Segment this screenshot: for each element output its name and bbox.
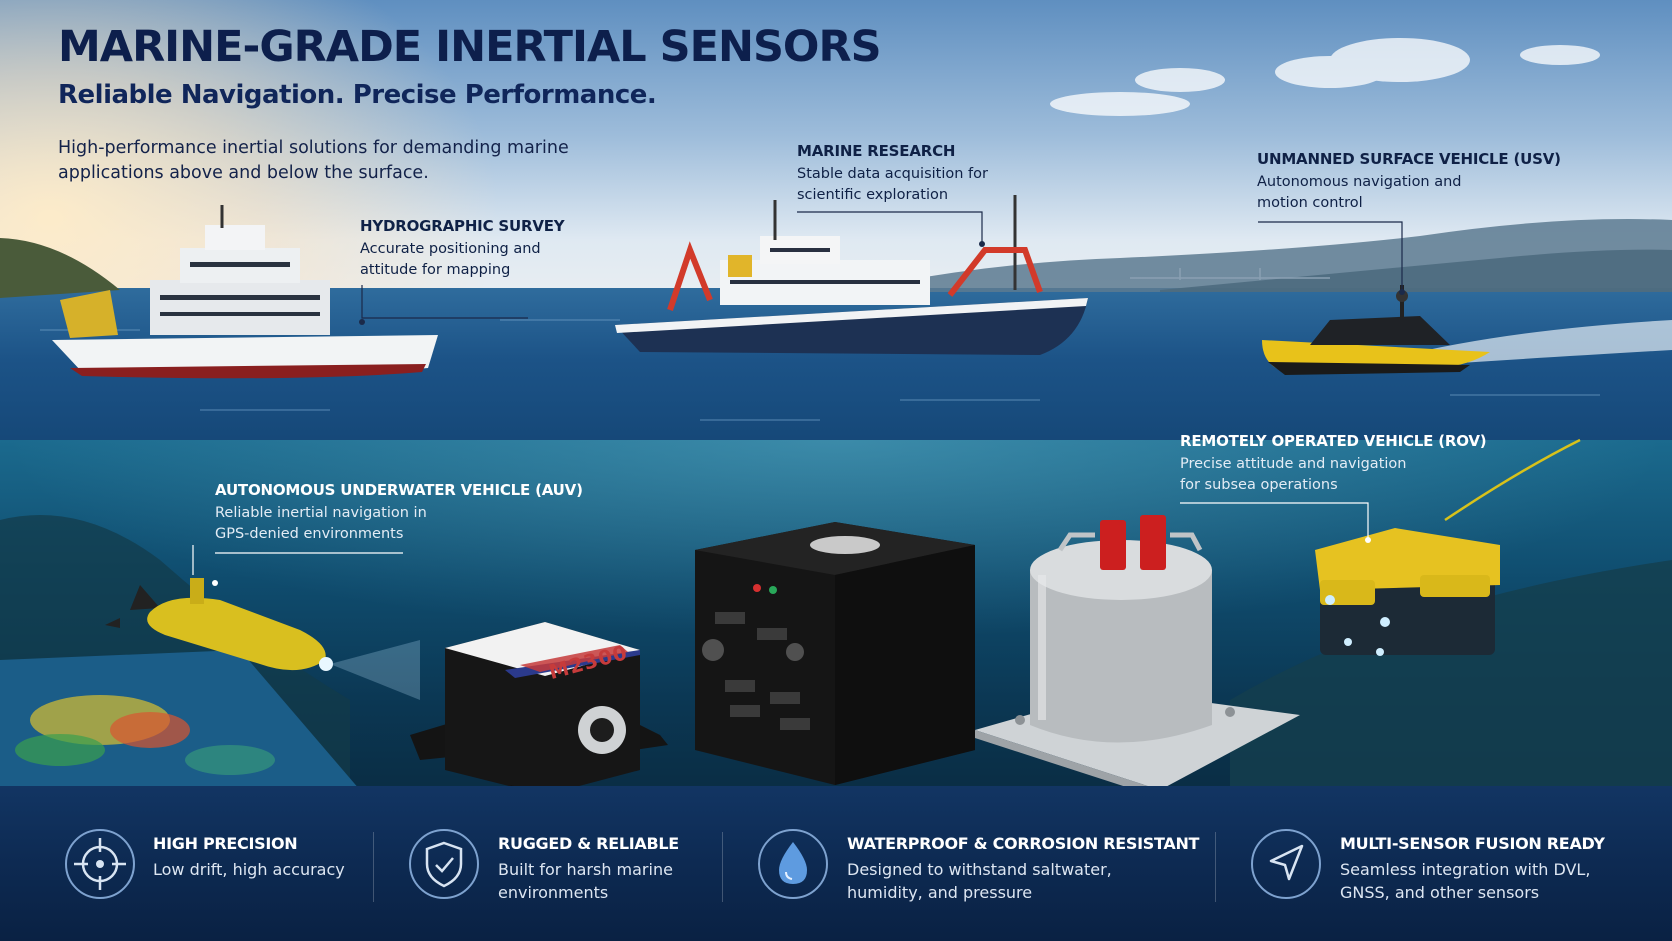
feature-title: MULTI-SENSOR FUSION READY bbox=[1340, 834, 1605, 853]
page-title: MARINE-GRADE INERTIAL SENSORS bbox=[58, 22, 882, 72]
callout-rov-desc: Precise attitude and navigation bbox=[1180, 456, 1407, 472]
callout-usv-desc: motion control bbox=[1257, 195, 1363, 211]
callout-research-title: MARINE RESEARCH bbox=[797, 142, 956, 160]
feature-title: RUGGED & RELIABLE bbox=[498, 834, 679, 853]
research-ship bbox=[615, 195, 1088, 355]
callout-rov-desc: for subsea operations bbox=[1180, 477, 1338, 493]
callout-dots bbox=[212, 241, 1405, 586]
sonar-map bbox=[0, 650, 360, 790]
auv-vehicle bbox=[105, 578, 420, 700]
product-cylinder-sensor bbox=[975, 515, 1300, 798]
intro-line: applications above and below the surface… bbox=[58, 163, 429, 183]
product-m2300 bbox=[410, 622, 668, 800]
feature-desc: Built for harsh marine bbox=[498, 860, 673, 879]
left-hill bbox=[0, 238, 120, 298]
feature-desc: Low drift, high accuracy bbox=[153, 860, 345, 879]
callout-auv-desc: Reliable inertial navigation in bbox=[215, 505, 427, 521]
shield-check-icon bbox=[409, 829, 479, 899]
rov-vehicle bbox=[1315, 438, 1581, 656]
distant-bridge bbox=[1130, 268, 1330, 280]
feature-desc: humidity, and pressure bbox=[847, 883, 1033, 902]
feature-desc: GNSS, and other sensors bbox=[1340, 883, 1540, 902]
callout-usv-title: UNMANNED SURFACE VEHICLE (USV) bbox=[1257, 150, 1561, 168]
callout-usv-desc: Autonomous navigation and bbox=[1257, 174, 1462, 190]
feature-divider bbox=[1215, 832, 1216, 902]
callout-hydro-title: HYDROGRAPHIC SURVEY bbox=[360, 217, 565, 235]
intro-text: High-performance inertial solutions for … bbox=[58, 136, 618, 186]
navigation-arrow-icon bbox=[1251, 829, 1321, 899]
feature-bar bbox=[0, 786, 1672, 941]
intro-line: High-performance inertial solutions for … bbox=[58, 138, 569, 158]
page-subtitle: Reliable Navigation. Precise Performance… bbox=[58, 80, 657, 110]
survey-ship bbox=[52, 205, 438, 379]
feature-title: WATERPROOF & CORROSION RESISTANT bbox=[847, 834, 1200, 853]
callout-auv-desc: GPS-denied environments bbox=[215, 526, 404, 542]
callout-auv-title: AUTONOMOUS UNDERWATER VEHICLE (AUV) bbox=[215, 481, 583, 499]
feature-desc: Designed to withstand saltwater, bbox=[847, 860, 1112, 879]
callout-research-desc: scientific exploration bbox=[797, 187, 949, 203]
callout-hydro-desc: Accurate positioning and bbox=[360, 241, 541, 257]
callout-leader-lines bbox=[192, 211, 1403, 575]
crosshair-icon bbox=[65, 829, 135, 899]
callout-rov-title: REMOTELY OPERATED VEHICLE (ROV) bbox=[1180, 432, 1487, 450]
callout-hydro-desc: attitude for mapping bbox=[360, 262, 511, 278]
feature-title: HIGH PRECISION bbox=[153, 834, 298, 853]
water-drop-icon bbox=[758, 829, 828, 899]
feature-divider bbox=[373, 832, 374, 902]
feature-divider bbox=[722, 832, 723, 902]
usv-boat bbox=[1262, 285, 1672, 375]
clouds bbox=[1050, 38, 1600, 116]
right-hills-near bbox=[1160, 249, 1672, 292]
feature-desc: Seamless integration with DVL, bbox=[1340, 860, 1591, 879]
callout-research-desc: Stable data acquisition for bbox=[797, 166, 988, 182]
product-black-cube bbox=[695, 522, 975, 785]
feature-desc: environments bbox=[498, 883, 609, 902]
